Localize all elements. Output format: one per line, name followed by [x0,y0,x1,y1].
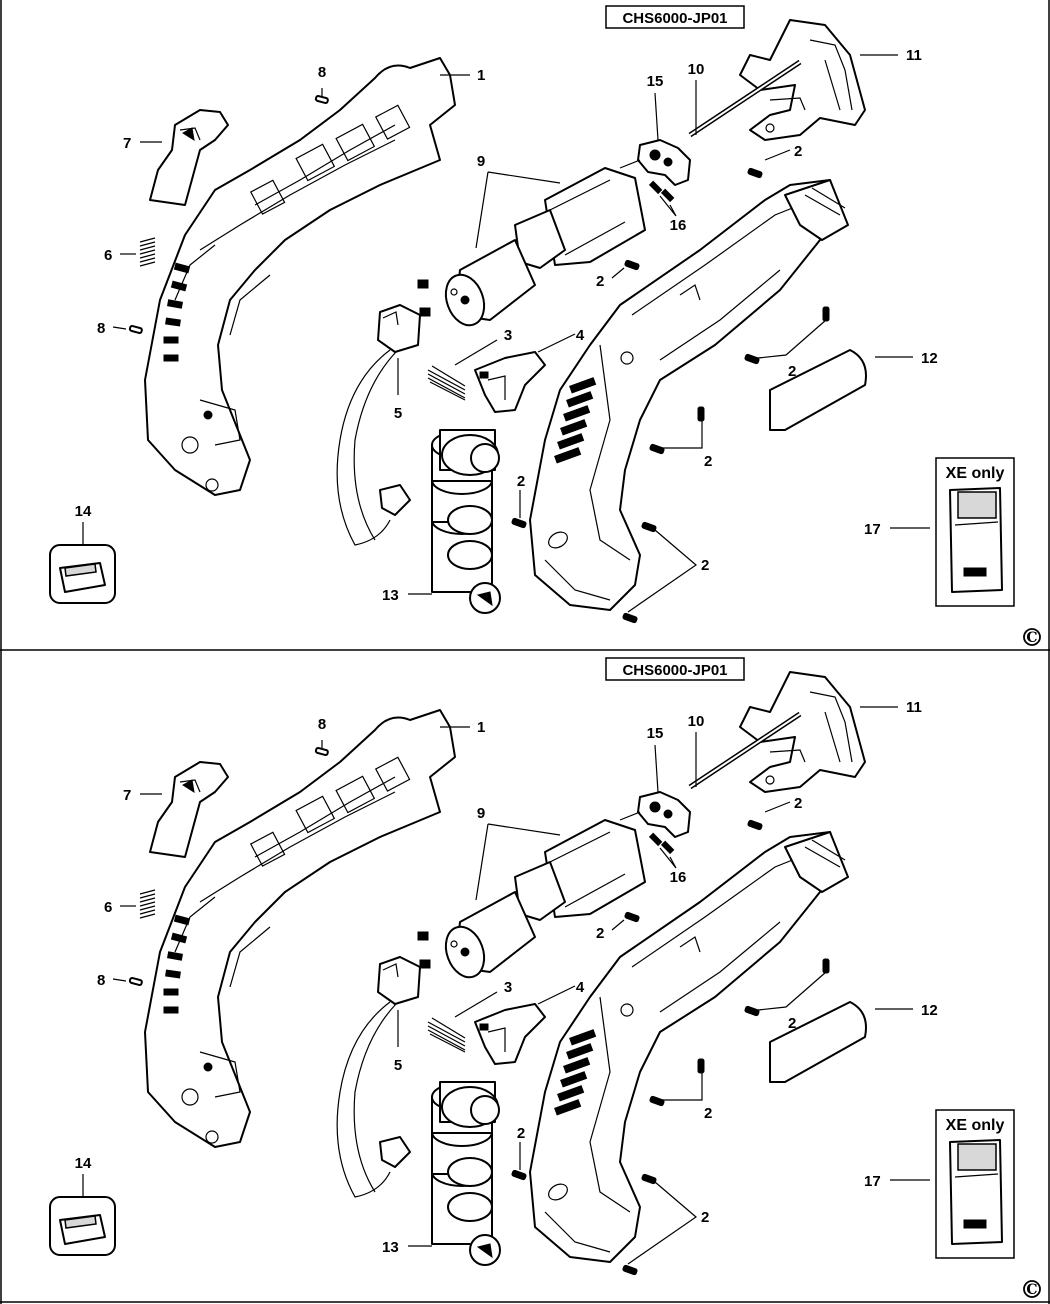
diagram-panel-top: CHS6000-JP01 XE only 1 8 7 6 8 9 10 11 1… [0,0,1050,652]
part-number-text: CHS6000-JP01 [622,10,727,27]
label-13: 13 [382,587,399,604]
label-2-a: 2 [794,795,802,812]
label-10: 10 [688,713,705,730]
label-16: 16 [670,869,687,886]
label-15: 15 [647,725,664,742]
part-number-callout: CHS6000-JP01 [605,657,745,681]
label-3: 3 [504,979,512,996]
charger-part-14 [49,544,116,604]
battery-cells-part-13 [431,1081,501,1266]
trigger-lock-part-7 [149,109,229,206]
leader-lines [82,706,930,1265]
label-sticker-part-12 [769,1001,867,1083]
label-14: 14 [75,1155,92,1172]
label-14: 14 [75,503,92,520]
label-5: 5 [394,405,402,422]
motor-gearbox-part-9 [417,819,646,979]
label-9: 9 [477,805,485,822]
trigger-lock-part-7 [149,761,229,858]
trigger-part-4 [474,351,546,413]
label-4: 4 [576,979,585,996]
label-sticker-part-12 [769,349,867,431]
label-17: 17 [864,1173,881,1190]
right-housing-main-body [529,831,849,1263]
spring-part-3 [427,365,466,401]
label-13: 13 [382,1239,399,1256]
label-2-c: 2 [788,363,796,380]
screw-part-2 [511,167,830,624]
rod-part-10 [688,711,802,790]
screw-part-16 [648,832,675,855]
label-7: 7 [123,787,131,804]
charger-part-14 [49,1196,116,1256]
label-1: 1 [477,67,485,84]
label-10: 10 [688,61,705,78]
motor-gearbox-part-9 [417,167,646,327]
switch-wiring-part-5 [336,304,421,546]
screw-part-16 [648,180,675,203]
part-number-callout: CHS6000-JP01 [605,5,745,29]
rod-part-10 [688,59,802,138]
label-2-c: 2 [788,1015,796,1032]
label-9: 9 [477,153,485,170]
label-1: 1 [477,719,485,736]
blade-guard-part-11 [739,671,866,793]
label-5: 5 [394,1057,402,1074]
xe-only-text: XE only [946,465,1005,482]
xe-only-box [935,1109,1015,1259]
label-7: 7 [123,135,131,152]
label-15: 15 [647,73,664,90]
blade-guard-part-11 [739,19,866,141]
copyright-text: C [1026,1282,1037,1298]
label-8-left: 8 [97,320,105,337]
label-6: 6 [104,247,112,264]
copyright-mark: C [1023,628,1041,646]
pin-part-8 [128,746,329,987]
part-number-text: CHS6000-JP01 [622,662,727,679]
copyright-mark: C [1023,1280,1041,1298]
label-12: 12 [921,1002,938,1019]
label-2-d: 2 [704,1105,712,1122]
xe-only-text: XE only [946,1117,1005,1134]
copyright-text: C [1026,630,1037,646]
gear-head-part-15 [619,139,691,186]
left-housing-part-1 [144,709,456,1148]
leader-lines [82,54,930,613]
label-8-top: 8 [318,64,326,81]
label-12: 12 [921,350,938,367]
left-housing-part-1 [144,57,456,496]
spring-part-3 [427,1017,466,1053]
label-6: 6 [104,899,112,916]
xe-only-box [935,457,1015,607]
label-8-top: 8 [318,716,326,733]
right-housing-main-body [529,179,849,611]
switch-wiring-part-5 [336,956,421,1198]
label-2-e: 2 [517,1125,525,1142]
label-2-b: 2 [596,925,604,942]
screw-part-2 [511,819,830,1276]
label-2-f: 2 [701,1209,709,1226]
label-11: 11 [906,47,922,64]
label-2-f: 2 [701,557,709,574]
label-11: 11 [906,699,922,716]
label-17: 17 [864,521,881,538]
label-8-left: 8 [97,972,105,989]
spring-part-6 [139,237,156,267]
spring-part-6 [139,889,156,919]
label-16: 16 [670,217,687,234]
label-2-b: 2 [596,273,604,290]
gear-head-part-15 [619,791,691,838]
label-2-e: 2 [517,473,525,490]
label-2-d: 2 [704,453,712,470]
pin-part-8 [128,94,329,335]
part-labels: 1 8 7 6 8 9 10 11 15 16 3 4 5 2 2 2 2 2 … [75,47,938,604]
label-4: 4 [576,327,585,344]
diagram-panel-bottom: CHS6000-JP01 XE only 1 8 7 6 8 9 10 11 1… [0,652,1050,1304]
battery-cells-part-13 [431,429,501,614]
part-labels: 1 8 7 6 8 9 10 11 15 16 3 4 5 2 2 2 2 2 … [75,699,938,1256]
label-2-a: 2 [794,143,802,160]
trigger-part-4 [474,1003,546,1065]
label-3: 3 [504,327,512,344]
